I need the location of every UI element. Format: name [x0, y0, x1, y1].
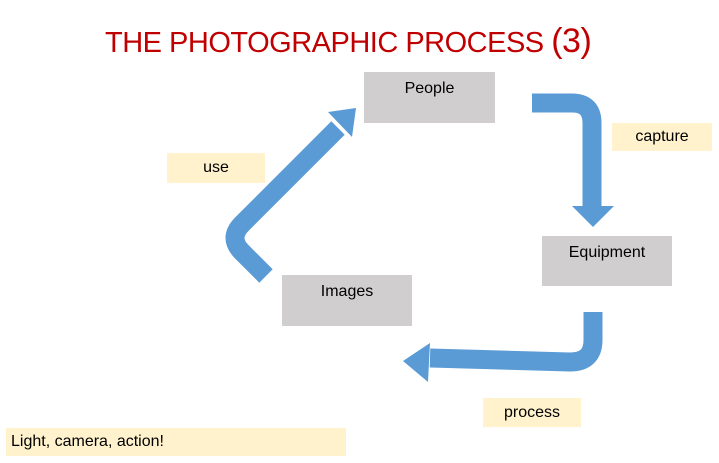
node-equipment: Equipment: [542, 236, 672, 286]
slide-title: THE PHOTOGRAPHIC PROCESS (3): [105, 22, 592, 61]
process-arrowhead: [403, 343, 430, 382]
label-capture: capture: [612, 123, 712, 151]
label-process: process: [483, 398, 581, 427]
use-arrow: [225, 121, 345, 283]
title-number: (3): [551, 22, 592, 60]
node-images: Images: [282, 275, 412, 326]
node-people: People: [364, 72, 495, 123]
process-arrow: [429, 312, 603, 372]
label-use: use: [167, 153, 265, 183]
use-arrowhead: [328, 108, 356, 137]
capture-arrowhead: [572, 206, 614, 227]
footer-caption: Light, camera, action!: [6, 428, 346, 456]
capture-arrow: [532, 93, 602, 208]
title-text: THE PHOTOGRAPHIC PROCESS: [105, 27, 544, 59]
